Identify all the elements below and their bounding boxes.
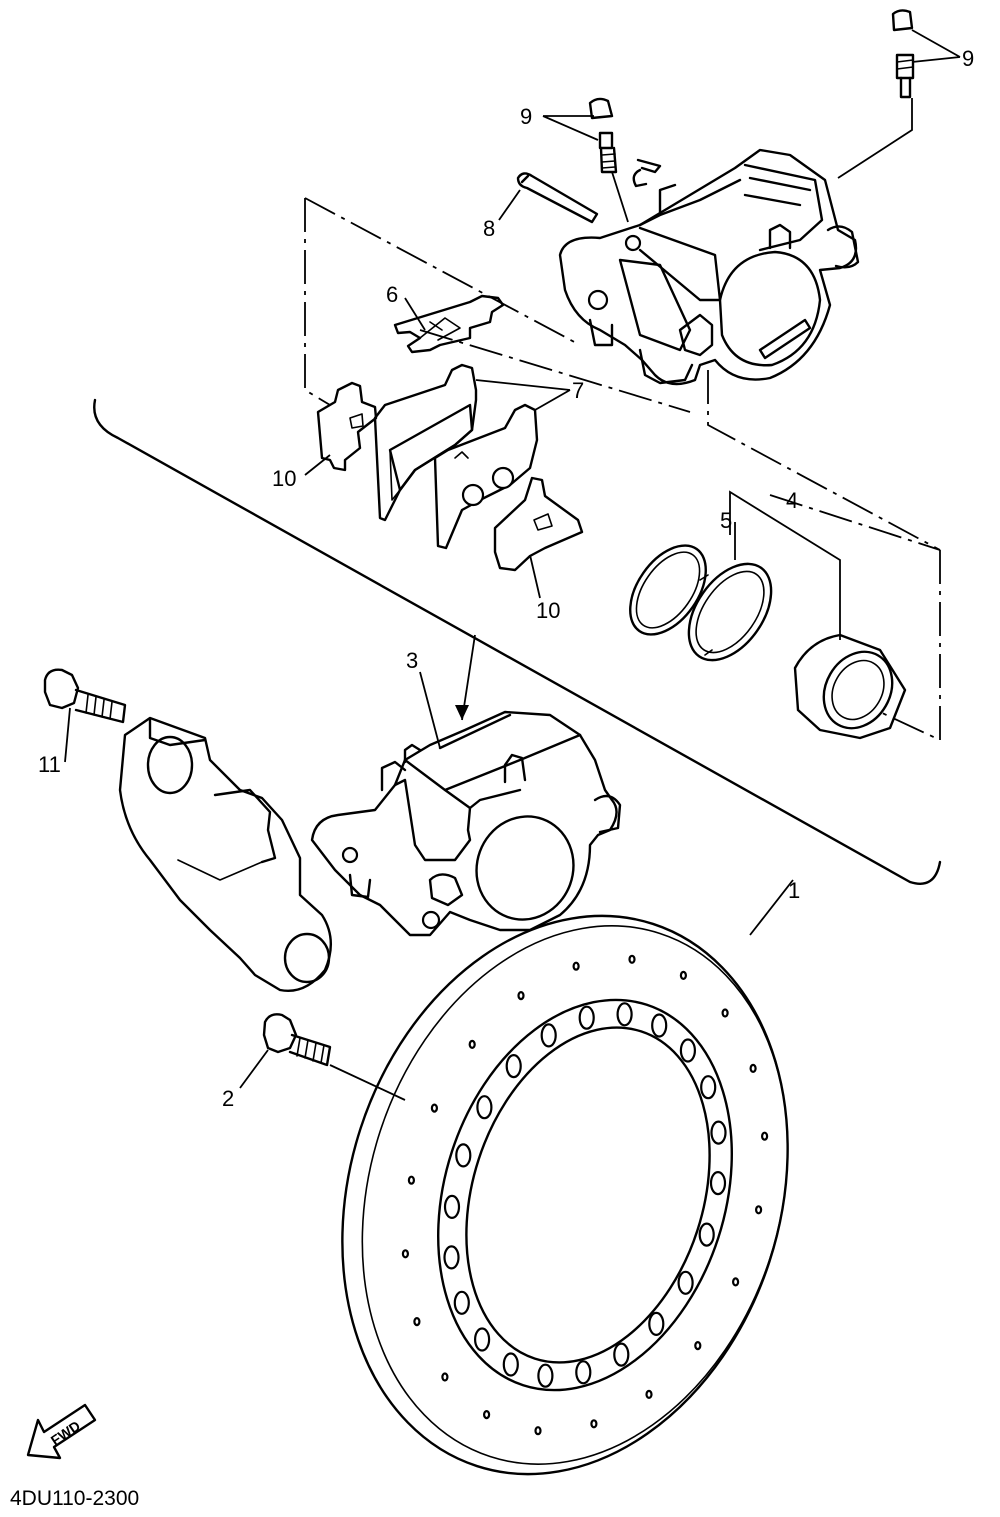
disc-hole — [677, 1270, 694, 1295]
label-part-9-upper: 9 — [962, 46, 974, 71]
disc-hole — [443, 1245, 460, 1270]
disc-hole — [430, 1103, 438, 1113]
disc-hole — [679, 970, 688, 981]
part-labels: 9 9 8 6 7 10 10 4 5 3 11 1 2 — [38, 46, 974, 1111]
pad-shim-left — [316, 381, 378, 472]
pad-shim-right — [493, 476, 584, 572]
label-part-1: 1 — [788, 878, 800, 903]
pad-pin — [516, 172, 599, 224]
disc-hole — [572, 961, 580, 971]
disc-hole — [613, 1342, 630, 1367]
disc-hole — [651, 1013, 668, 1038]
exploded-frame — [304, 197, 941, 742]
disc-hole — [517, 990, 525, 1001]
disc-hole — [537, 1363, 554, 1388]
disc-hole — [760, 1131, 769, 1141]
label-part-11: 11 — [38, 752, 61, 777]
disc-hole — [645, 1389, 653, 1400]
disc-hole — [679, 1038, 697, 1063]
disc-hole — [443, 1194, 461, 1220]
disc-hole — [575, 1360, 592, 1385]
label-part-3: 3 — [406, 648, 418, 673]
label-part-4: 4 — [786, 488, 798, 513]
piston-seals — [629, 544, 773, 662]
label-part-2: 2 — [222, 1086, 234, 1111]
leader-lines — [64, 29, 961, 1101]
diagram-code: 4DU110-2300 — [10, 1487, 140, 1510]
bracket-bolt — [43, 668, 127, 724]
brake-disc — [341, 914, 789, 1476]
disc-hole — [628, 954, 636, 964]
disc-bolt — [262, 1013, 332, 1067]
disc-hole — [700, 1075, 717, 1100]
disc-hole — [505, 1053, 522, 1079]
disc-hole — [483, 1409, 491, 1420]
disc-hole — [721, 1008, 729, 1018]
caliper-piston — [793, 633, 907, 740]
disc-hole — [455, 1143, 472, 1168]
disc-hole — [754, 1205, 763, 1215]
disc-hole — [534, 1426, 542, 1436]
disc-hole — [413, 1316, 421, 1327]
label-part-5: 5 — [720, 508, 732, 533]
disc-hole — [502, 1352, 519, 1377]
label-part-7: 7 — [572, 378, 584, 403]
disc-hole — [694, 1340, 702, 1351]
brake-pad-front — [433, 403, 539, 550]
disc-hole — [474, 1327, 491, 1352]
fwd-arrow: FWD — [26, 1403, 97, 1460]
bleed-screw-lower — [588, 97, 618, 174]
caliper-body-exploded — [558, 148, 860, 386]
disc-hole — [476, 1095, 493, 1120]
caliper-assembly — [310, 710, 622, 937]
label-part-8: 8 — [483, 216, 495, 241]
assembly-outline — [93, 398, 942, 885]
disc-hole — [590, 1419, 598, 1429]
disc-hole — [468, 1039, 476, 1050]
disc-hole — [698, 1222, 715, 1247]
pad-spring — [393, 294, 505, 354]
disc-hole — [441, 1372, 449, 1382]
disc-hole — [710, 1120, 727, 1145]
fwd-label: FWD — [48, 1417, 83, 1448]
brake-pad-rear — [373, 363, 478, 522]
disc-hole — [709, 1170, 727, 1196]
disc-hole — [453, 1290, 470, 1315]
disc-hole — [401, 1249, 409, 1259]
disc-hole — [731, 1277, 740, 1287]
disc-hole — [616, 1002, 633, 1027]
label-part-10-left: 10 — [272, 466, 296, 491]
disc-hole — [648, 1311, 665, 1337]
label-part-9-lower: 9 — [520, 104, 532, 129]
disc-hole — [407, 1175, 415, 1185]
clip-pin — [632, 158, 662, 188]
label-part-10-right: 10 — [536, 598, 560, 623]
disc-hole — [749, 1063, 757, 1074]
label-part-6: 6 — [386, 282, 398, 307]
disc-hole — [540, 1023, 557, 1048]
caliper-bracket — [118, 716, 332, 992]
bleed-screw-upper — [891, 9, 915, 99]
disc-hole — [578, 1005, 595, 1030]
